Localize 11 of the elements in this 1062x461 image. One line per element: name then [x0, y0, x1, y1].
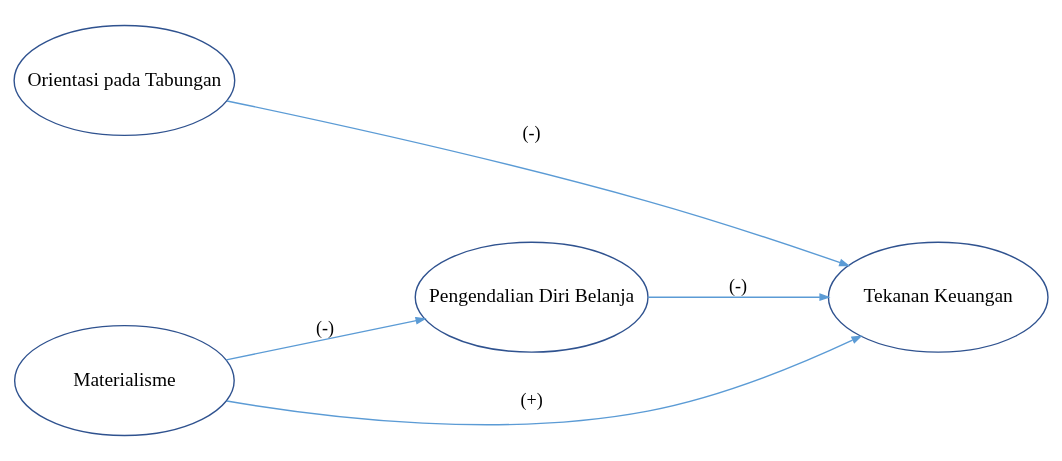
node-ellipse: Materialisme: [13, 325, 235, 437]
node-ellipse: Orientasi pada Tabungan: [13, 24, 236, 136]
node-ellipse: Tekanan Keuangan: [827, 241, 1049, 353]
arrow: [225, 317, 427, 361]
edge-label: (-): [729, 276, 748, 297]
arrow: [226, 100, 851, 267]
edge-label: (+): [520, 390, 543, 411]
arrow: [226, 335, 863, 426]
arrow: [647, 293, 831, 302]
edge-label: (-): [316, 317, 335, 338]
edge-label: (-): [522, 123, 541, 144]
